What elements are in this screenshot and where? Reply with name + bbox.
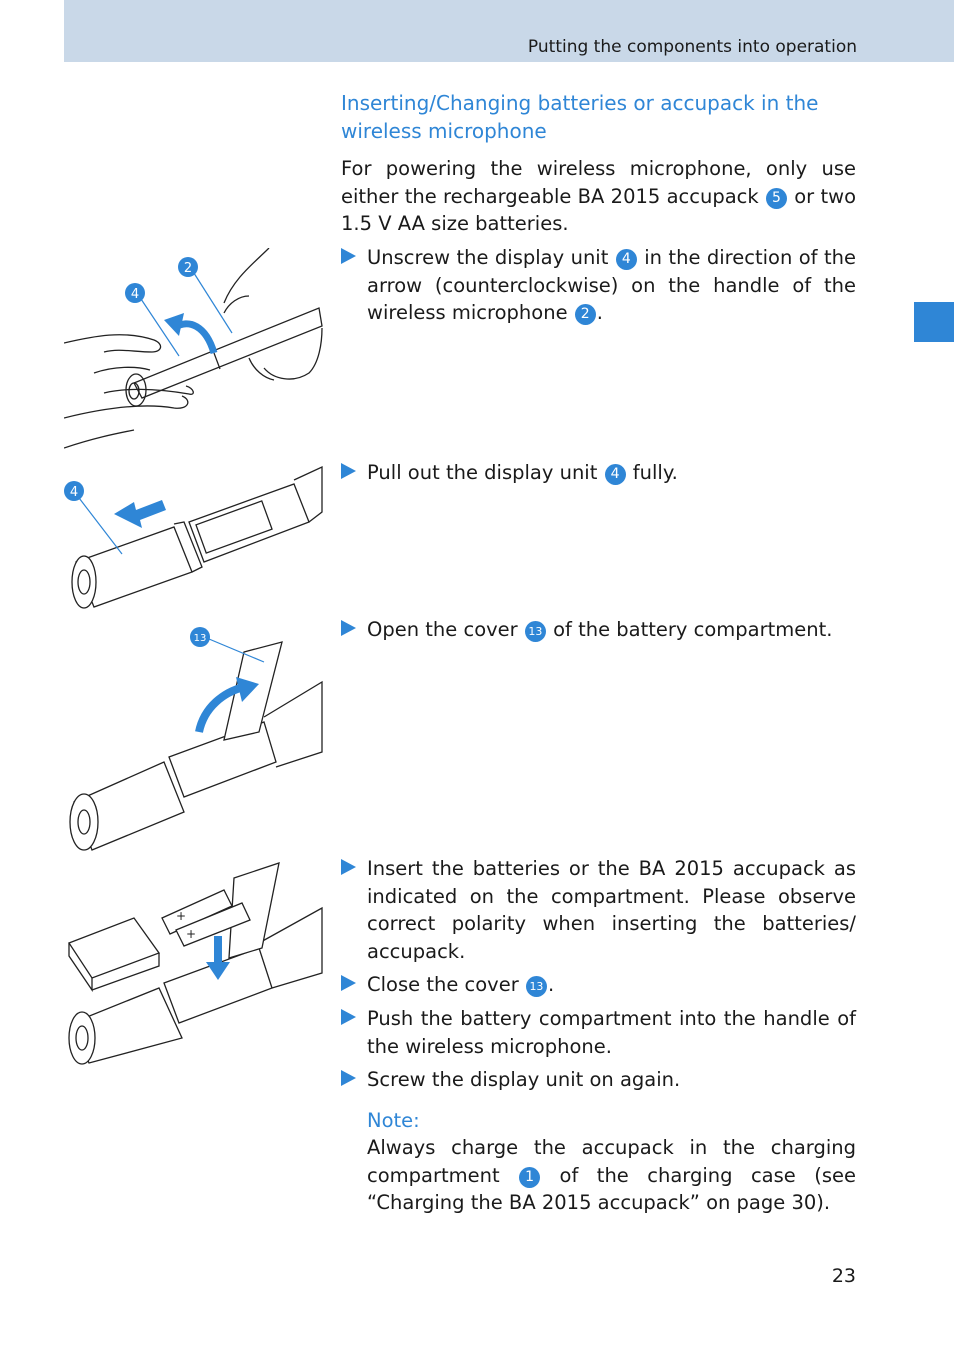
step-insert-batteries: Insert the batteries or the BA 2015 accu…	[341, 855, 856, 965]
step-arrow-icon	[341, 463, 356, 479]
illustration-unscrew: 2 4	[64, 248, 324, 458]
note-body: Always charge the accupack in the chargi…	[367, 1136, 856, 1214]
step-arrow-icon	[341, 1070, 356, 1086]
step-unscrew-display: Unscrew the display unit 4 in the direct…	[341, 244, 856, 327]
chapter-tab-marker	[914, 302, 954, 342]
callout-number: 4	[604, 464, 626, 485]
callout-label: 4	[70, 485, 78, 500]
header-band	[64, 0, 954, 62]
callout-number: 4	[615, 249, 637, 270]
step-arrow-icon	[341, 975, 356, 991]
step-arrow-icon	[341, 1009, 356, 1025]
step-push-compartment: Push the battery compartment into the ha…	[341, 1005, 856, 1060]
illustration-insert-batteries: + +	[64, 858, 324, 1066]
page-heading: Inserting/Changing batteries or accupack…	[341, 91, 819, 143]
step-arrow-icon	[341, 248, 356, 264]
callout-number: 13	[524, 621, 546, 642]
section-title: Putting the components into operation	[527, 37, 857, 57]
step-open-cover: Open the cover 13 of the battery compart…	[341, 616, 856, 644]
svg-text:+: +	[186, 927, 196, 941]
page-number: 23	[831, 1265, 856, 1287]
callout-number: 13	[525, 976, 547, 997]
callout-number: 1	[519, 1166, 541, 1188]
svg-text:+: +	[176, 909, 186, 923]
illustration-pull-out: 4	[64, 462, 324, 612]
illustration-open-cover: 13	[64, 622, 324, 854]
step-pull-out-display: Pull out the display unit 4 fully.	[341, 459, 856, 487]
intro-paragraph: For powering the wireless microphone, on…	[341, 157, 857, 235]
step-close-cover: Close the cover 13.	[341, 971, 856, 999]
callout-number: 5	[765, 187, 787, 209]
callout-label: 13	[194, 633, 207, 644]
callout-number: 2	[574, 304, 596, 325]
callout-label: 2	[184, 261, 192, 276]
note-label: Note:	[367, 1109, 420, 1132]
step-arrow-icon	[341, 620, 356, 636]
callout-label: 4	[131, 287, 139, 302]
step-screw-display: Screw the display unit on again.	[341, 1066, 856, 1094]
step-arrow-icon	[341, 859, 356, 875]
